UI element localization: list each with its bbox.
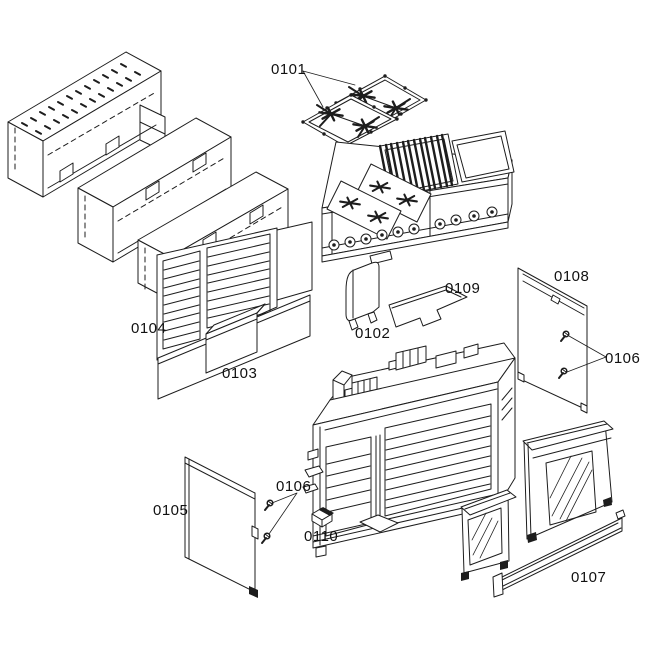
part-oven-cavity — [302, 342, 516, 558]
part-cover-plate — [388, 285, 468, 328]
part-mounting-bracket — [311, 507, 334, 528]
part-label-toe-kick-panel: 0107 — [571, 569, 607, 586]
part-lower-back-panel — [157, 294, 311, 400]
part-label-burner-grates: 0101 — [271, 61, 307, 78]
part-right-side-panel — [517, 267, 588, 414]
part-large-oven-door — [522, 420, 614, 543]
part-backing-sheet — [276, 221, 313, 301]
part-mounting-screws-left — [261, 499, 274, 544]
part-left-side-panel — [184, 456, 259, 598]
part-label-cover-plate: 0109 — [445, 280, 481, 297]
part-vented-back-panel — [156, 227, 278, 361]
part-rangetop — [321, 130, 515, 265]
part-small-oven-door — [460, 489, 517, 581]
part-burner-box-cover — [345, 261, 380, 331]
part-burner-grates — [301, 74, 428, 148]
leader-lines — [268, 70, 607, 535]
part-label-left-side-panel: 0105 — [153, 502, 189, 519]
part-label-vented-back-panel: 0104 — [131, 320, 167, 337]
part-label-burner-box-cover: 0102 — [355, 325, 391, 342]
part-backguard-middle-panel — [77, 117, 232, 263]
part-label-mounting-bracket: 0110 — [304, 528, 339, 545]
part-label-screws-left: 0106 — [276, 478, 312, 495]
part-label-lower-back-panel: 0103 — [222, 365, 258, 382]
part-backguard-top-panel — [7, 51, 166, 198]
part-label-screws-right: 0106 — [605, 350, 641, 367]
part-label-right-side-panel: 0108 — [554, 268, 590, 285]
part-toe-kick-panel — [492, 509, 626, 598]
